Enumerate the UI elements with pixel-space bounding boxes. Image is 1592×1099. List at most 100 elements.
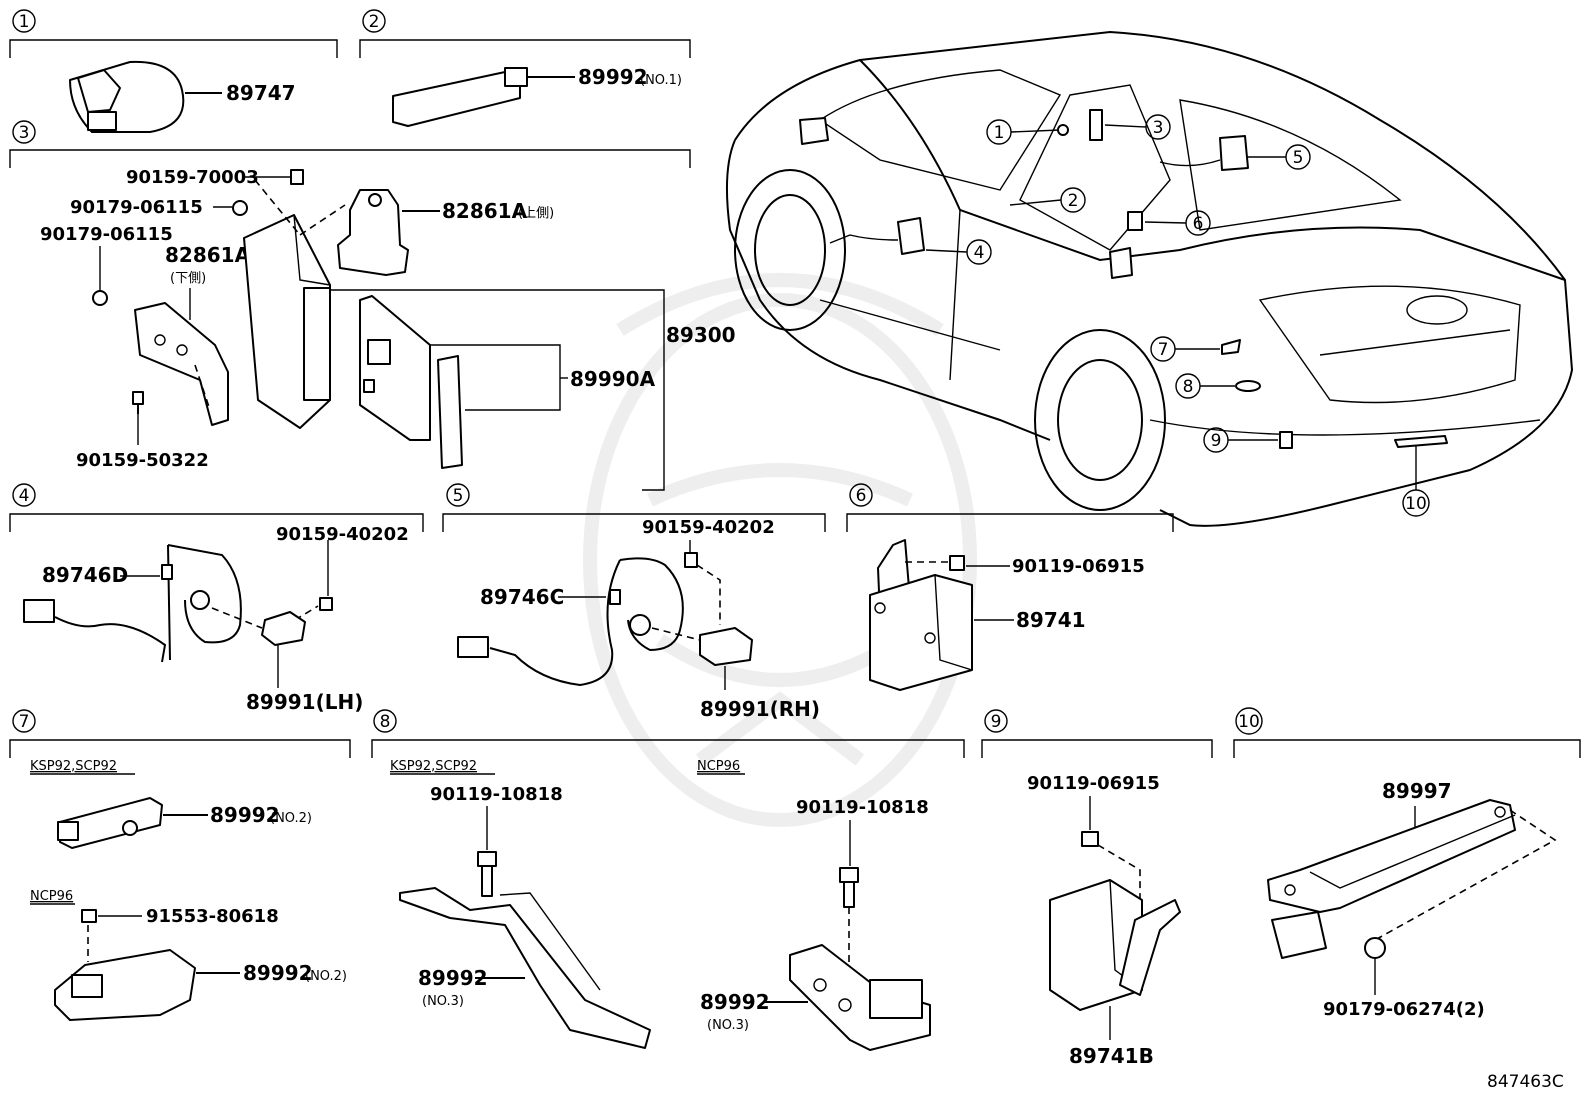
part-label-82861a-upper: 82861A	[442, 199, 528, 223]
car-callout-1: 1	[986, 119, 1069, 145]
bolt-icon	[684, 552, 698, 568]
bolt-icon	[1081, 831, 1099, 847]
nut-icon	[92, 290, 108, 306]
key-antenna-part	[392, 67, 528, 127]
part-label-90119-06915-a: 90119-06915	[1012, 556, 1145, 577]
harness-89746c-part	[457, 557, 684, 687]
part-label-89746c: 89746C	[480, 585, 564, 609]
car-callout-10: 10	[1394, 435, 1448, 517]
part-qualifier-no3-a: (NO.3)	[422, 994, 464, 1009]
svg-text:7: 7	[1158, 340, 1169, 360]
part-qualifier-no1: (NO.1)	[640, 73, 682, 88]
part-label-90159-50322: 90159-50322	[76, 450, 209, 471]
bracket-89997-part	[1267, 799, 1516, 913]
bracket-part	[1119, 899, 1181, 996]
part-label-89300: 89300	[666, 323, 736, 347]
connector-part	[437, 355, 463, 469]
part-label-89746d: 89746D	[42, 563, 128, 587]
bolt-icon	[949, 555, 965, 571]
part-label-90119-10818-b: 90119-10818	[796, 797, 929, 818]
variant-label-ncp96-a: NCP96	[30, 889, 73, 904]
part-label-90179-06274: 90179-06274(2)	[1323, 999, 1485, 1020]
document-id: 847463C	[1487, 1072, 1564, 1092]
part-label-91553-80618: 91553-80618	[146, 906, 279, 927]
part-label-90119-06915-b: 90119-06915	[1027, 773, 1160, 794]
svg-text:3: 3	[1153, 118, 1164, 138]
section-2: 89992 (NO.1)	[392, 65, 682, 127]
part-label-89992-no1: 89992	[578, 65, 648, 89]
part-label-90159-40202-lh: 90159-40202	[276, 524, 409, 545]
part-qualifier-no2-a: (NO.2)	[270, 811, 312, 826]
car-callout-6: 6	[1127, 210, 1211, 236]
svg-text:9: 9	[1211, 431, 1222, 451]
nut-icon	[1364, 937, 1386, 959]
bracket-ncp96-part	[789, 944, 931, 1051]
part-label-89992-no3-a: 89992	[418, 966, 488, 990]
section-3: 90159-70003 90179-06115 90179-06115 8286…	[40, 167, 736, 491]
car-callout-5: 5	[1159, 135, 1311, 171]
bolt-icon	[839, 867, 859, 908]
vehicle-overview: 1 2 3 4 5	[725, 30, 1574, 527]
ecu-89741b-part	[1049, 879, 1143, 1011]
section-3-number: 3	[19, 123, 30, 143]
bolt-icon	[477, 851, 497, 897]
part-label-89741: 89741	[1016, 608, 1086, 632]
section-6: 90119-06915 89741	[869, 539, 1145, 691]
section-headers: 1 2 3 4 5 6 7 8 9 10	[9, 9, 1581, 758]
car-callout-2: 2	[1009, 187, 1086, 213]
part-label-90159-70003: 90159-70003	[126, 167, 259, 188]
section-10-number: 10	[1238, 712, 1260, 732]
part-label-82861a-lower: 82861A	[165, 243, 251, 267]
ecu-89300-part	[243, 214, 331, 429]
bolt-icon	[132, 391, 144, 414]
section-4-number: 4	[19, 486, 30, 506]
part-qualifier-no3-b: (NO.3)	[707, 1018, 749, 1033]
section-6-number: 6	[856, 486, 867, 506]
antenna-cover-89992-no2-part	[54, 949, 196, 1021]
car-callout-8: 8	[1175, 373, 1261, 399]
harness-89746d-part	[23, 544, 242, 663]
part-label-89747: 89747	[226, 81, 296, 105]
part-label-89992-no3-b: 89992	[700, 990, 770, 1014]
bolt-icon	[81, 909, 97, 923]
part-label-89991-rh: 89991(RH)	[700, 697, 820, 721]
part-label-90159-40202-rh: 90159-40202	[642, 517, 775, 538]
part-label-90179-06115-b: 90179-06115	[40, 224, 173, 245]
svg-text:2: 2	[1068, 191, 1079, 211]
bolt-icon	[319, 597, 333, 611]
watermark-emblem	[583, 273, 977, 827]
section-10: 89997 90179-06274(2)	[1267, 779, 1557, 1020]
svg-text:6: 6	[1193, 214, 1204, 234]
section-1-number: 1	[19, 12, 30, 32]
part-qualifier-lower: (下側)	[170, 271, 206, 286]
section-8-number: 8	[380, 712, 391, 732]
car-callout-9: 9	[1203, 427, 1293, 453]
part-label-89992-no2-b: 89992	[243, 961, 313, 985]
part-label-90179-06115-a: 90179-06115	[70, 197, 203, 218]
section-1: 89747	[69, 60, 296, 133]
svg-text:5: 5	[1293, 148, 1304, 168]
svg-text:10: 10	[1405, 494, 1427, 514]
part-qualifier-no2-b: (NO.2)	[305, 969, 347, 984]
variant-label-ncp96-b: NCP96	[697, 759, 740, 774]
part-qualifier-upper: (上側)	[518, 206, 554, 221]
svg-text:8: 8	[1183, 377, 1194, 397]
variant-label-ksp92-scp92-a: KSP92,SCP92	[30, 759, 117, 774]
car-callout-3: 3	[1089, 109, 1171, 141]
section-5: 90159-40202 89746C 89991(RH)	[457, 517, 820, 721]
upper-bracket-part	[337, 189, 409, 276]
section-5-number: 5	[453, 486, 464, 506]
section-2-number: 2	[369, 12, 380, 32]
ecu-89741-part	[869, 574, 973, 691]
lower-bracket-part	[134, 302, 229, 426]
part-label-89741b: 89741B	[1069, 1044, 1154, 1068]
part-label-89990a: 89990A	[570, 367, 656, 391]
connector-part	[1271, 911, 1327, 959]
sensor-89991-rh-part	[699, 627, 753, 666]
part-label-89992-no2-a: 89992	[210, 803, 280, 827]
car-callout-4: 4	[829, 217, 992, 265]
section-9: 90119-06915 89741B	[1027, 773, 1181, 1068]
receiver-antenna-part	[69, 60, 185, 133]
nut-icon	[232, 200, 248, 216]
